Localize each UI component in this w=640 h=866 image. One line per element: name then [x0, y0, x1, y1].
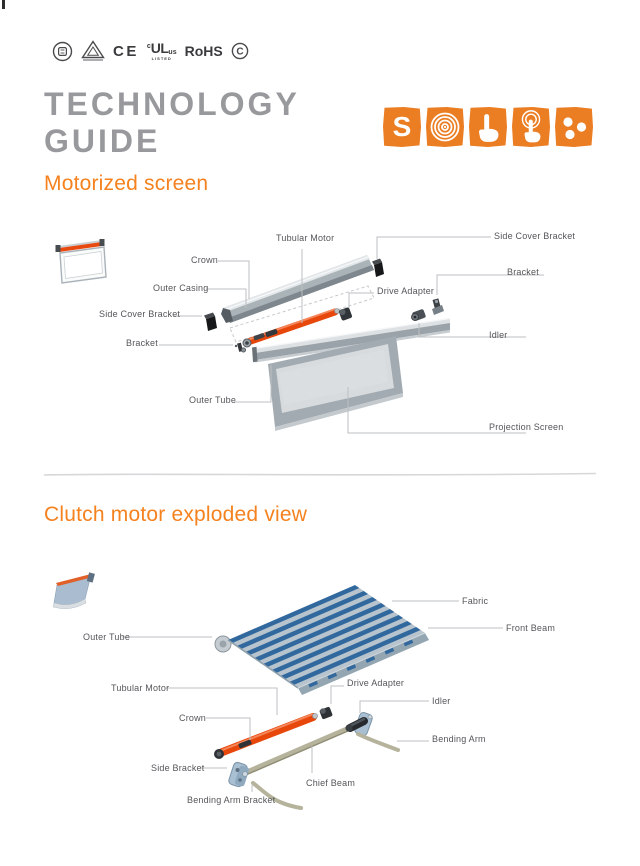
- tuv-rheinland-triangle-icon: [81, 40, 105, 62]
- tubular-motor2-part: [214, 713, 318, 759]
- label-drive-adapter: Drive Adapter: [377, 286, 435, 296]
- s-letter-icon: S: [392, 111, 412, 142]
- drive-adapter-part: [339, 307, 352, 321]
- rohs-text: RoHS: [184, 43, 223, 59]
- ce-mark-text: CE: [113, 42, 139, 60]
- tuv-sud-icon: [52, 41, 73, 62]
- label-crown: Crown: [191, 255, 219, 265]
- clutch-motor-diagram: [52, 572, 503, 810]
- tubular-motor-part: [242, 308, 340, 348]
- section-heading-motorized: Motorized screen: [44, 172, 209, 195]
- label-drive-adapter-2: Drive Adapter: [347, 678, 405, 688]
- idler-part: [411, 309, 426, 321]
- label-idler-2: Idler: [432, 696, 451, 706]
- front-beam-part: [297, 632, 429, 695]
- ce-mark: CE: [113, 44, 139, 59]
- label-side-cover-bracket-right: Side Cover Bracket: [494, 231, 576, 241]
- label-fabric: Fabric: [462, 596, 489, 606]
- label-bending-arm: Bending Arm: [432, 734, 486, 744]
- awning-thumbnail: [52, 572, 95, 610]
- ul-letters: UL: [150, 40, 169, 57]
- label-crown-2: Crown: [179, 713, 207, 723]
- label-idler: Idler: [489, 330, 508, 340]
- outer-casing-part: [221, 255, 374, 323]
- label-outer-casing: Outer Casing: [153, 283, 209, 293]
- page-title: TECHNOLOGY GUIDE: [44, 86, 300, 160]
- rohs-mark: RoHS: [185, 44, 223, 58]
- ul-c-prefix: c: [146, 43, 151, 51]
- page-title-line2: GUIDE: [44, 123, 161, 159]
- brand-tile-dots: [555, 107, 593, 147]
- label-bracket-left: Bracket: [126, 338, 158, 348]
- drive-adapter2-part: [319, 706, 333, 720]
- projection-screen-part: [268, 336, 403, 431]
- section-divider: [43, 472, 597, 476]
- brand-tile-touch: [512, 107, 550, 147]
- ul-mark: c UL us LISTED: [147, 41, 177, 61]
- three-dots-icon: [563, 117, 587, 140]
- bracket-left-part: [234, 342, 246, 353]
- label-bracket-right: Bracket: [507, 267, 539, 277]
- leader-lines: [159, 236, 544, 434]
- label-side-bracket: Side Bracket: [151, 763, 205, 773]
- section-heading-clutch: Clutch motor exploded view: [44, 503, 308, 526]
- page-title-line1: TECHNOLOGY: [44, 86, 300, 122]
- bracket-right-part: [432, 298, 444, 315]
- label-tubular-motor: Tubular Motor: [276, 233, 335, 243]
- label-outer-tube: Outer Tube: [189, 395, 237, 405]
- bending-arm-upper-part: [356, 732, 400, 752]
- side-bracket-part: [228, 761, 250, 788]
- ul-us-suffix: us: [168, 49, 177, 57]
- bending-arm-lower-part: [251, 781, 303, 810]
- idler2-part: [345, 712, 373, 736]
- label-projection-screen: Projection Screen: [489, 422, 564, 432]
- motorized-screen-diagram: [55, 236, 544, 434]
- label-front-beam: Front Beam: [506, 623, 556, 633]
- concentric-rings-icon: [430, 112, 460, 142]
- label-bending-arm-bracket: Bending Arm Bracket: [187, 795, 276, 805]
- leader-lines-2: [122, 600, 503, 792]
- motorized-screen-thumbnail: [55, 239, 107, 284]
- label-tubular-motor-2: Tubular Motor: [111, 683, 170, 693]
- outer-tube-roller-part: [214, 635, 232, 653]
- label-chief-beam: Chief Beam: [306, 778, 356, 788]
- touch-gesture-icon: [521, 110, 541, 143]
- print-corner-mark: [2, 0, 5, 9]
- label-outer-tube-2: Outer Tube: [83, 632, 131, 642]
- pointing-hand-icon: [479, 114, 499, 142]
- side-cover-bracket-right-part: [372, 258, 384, 277]
- svg-text:C: C: [236, 47, 243, 58]
- brand-tile-rings: [426, 107, 464, 147]
- side-cover-bracket-left-part: [204, 312, 217, 331]
- label-side-cover-bracket-left: Side Cover Bracket: [99, 309, 181, 319]
- ul-listed-text: LISTED: [151, 55, 172, 61]
- fabric-part: [227, 585, 425, 689]
- brand-tile-s: S: [383, 107, 421, 147]
- brand-tile-hand: [469, 107, 507, 147]
- circled-c-icon: C: [231, 42, 249, 60]
- certification-row: CE c UL us LISTED RoHS C: [52, 38, 249, 64]
